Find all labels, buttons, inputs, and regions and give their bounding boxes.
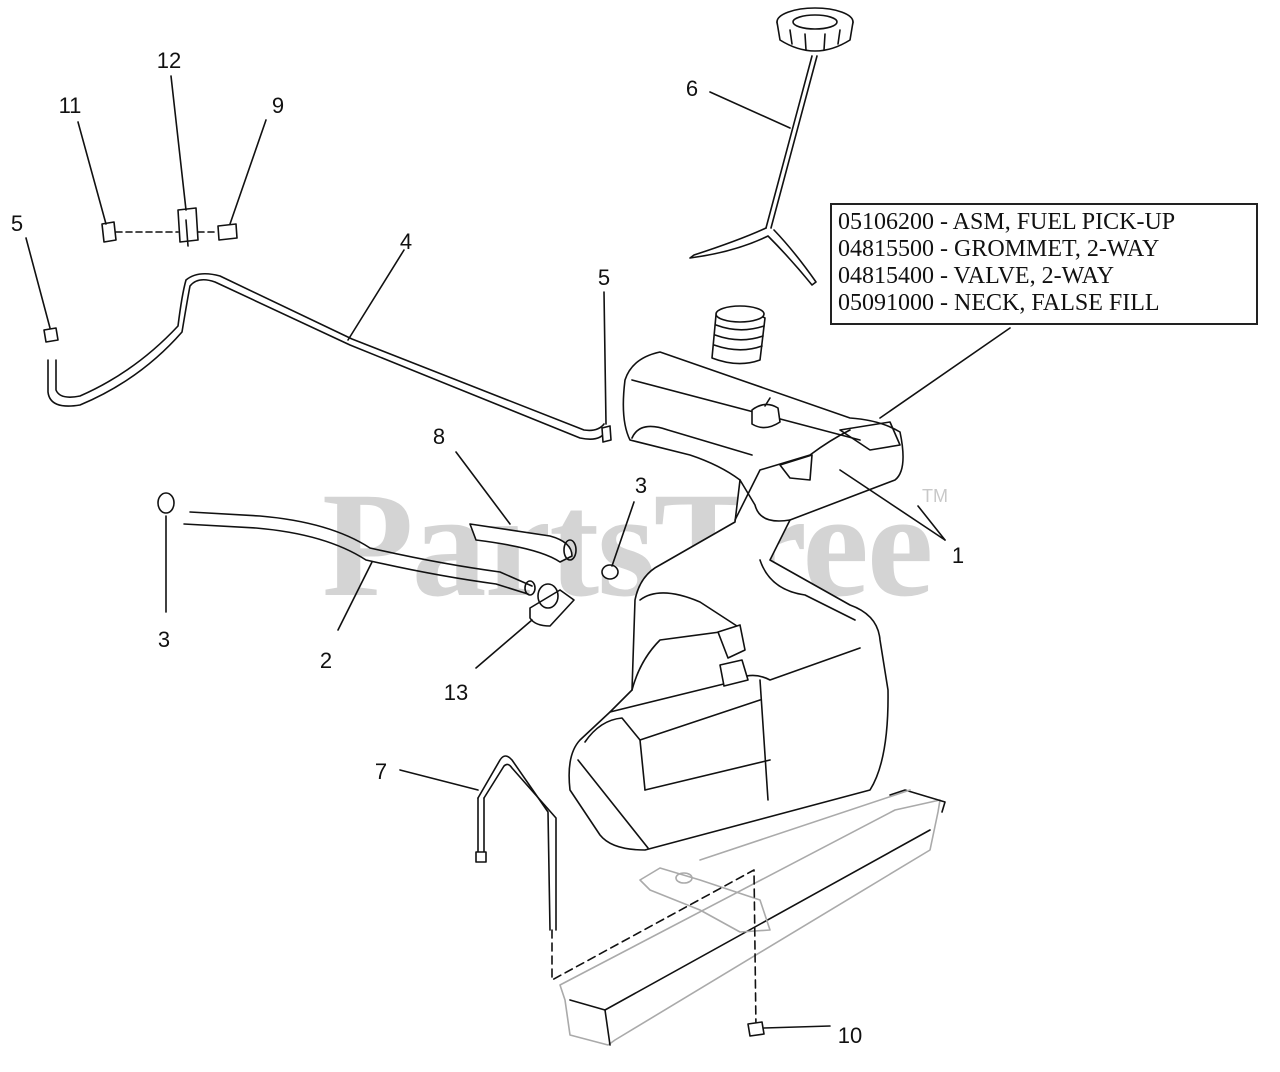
callout-5-left: 5 bbox=[10, 211, 24, 236]
callout-12: 12 bbox=[156, 48, 182, 73]
clamp-3-left bbox=[157, 492, 175, 613]
fuel-line-4 bbox=[47, 249, 606, 440]
fuel-pickup-assembly bbox=[689, 7, 854, 286]
callout-11: 11 bbox=[58, 93, 82, 118]
callout-8: 8 bbox=[432, 424, 446, 449]
callout-4: 4 bbox=[399, 229, 413, 254]
callout-7: 7 bbox=[374, 759, 388, 784]
hardware-assembly bbox=[77, 75, 267, 247]
fuel-line-2 bbox=[183, 511, 536, 631]
clamp-3-right bbox=[601, 501, 635, 580]
parts-legend-box: 05106200 - ASM, FUEL PICK-UP 04815500 - … bbox=[830, 203, 1258, 325]
hose-8 bbox=[455, 451, 577, 563]
cap-5-right bbox=[601, 291, 612, 443]
fuel-tank bbox=[568, 305, 946, 851]
parts-legend-line-4: 05091000 - NECK, FALSE FILL bbox=[838, 290, 1160, 316]
callout-10: 10 bbox=[837, 1023, 863, 1048]
parts-legend-line-1: 05106200 - ASM, FUEL PICK-UP bbox=[838, 209, 1176, 235]
watermark-tm: TM bbox=[922, 486, 948, 506]
callout-6: 6 bbox=[685, 76, 699, 101]
tank-tray bbox=[551, 789, 946, 1046]
bolt-10 bbox=[747, 1021, 831, 1037]
callout-2: 2 bbox=[319, 648, 333, 673]
callout-5-right: 5 bbox=[597, 265, 611, 290]
callout-1: 1 bbox=[951, 543, 965, 568]
callout-13: 13 bbox=[443, 680, 469, 705]
callout-3-left: 3 bbox=[157, 627, 171, 652]
parts-legend-line-3: 04815400 - VALVE, 2-WAY bbox=[838, 263, 1115, 289]
clip-13 bbox=[475, 583, 575, 669]
cap-5-left bbox=[25, 237, 59, 343]
vent-tube-7 bbox=[399, 755, 557, 931]
parts-legend-line-2: 04815500 - GROMMET, 2-WAY bbox=[838, 236, 1160, 262]
callout-9: 9 bbox=[271, 93, 285, 118]
callout-3-right: 3 bbox=[634, 473, 648, 498]
